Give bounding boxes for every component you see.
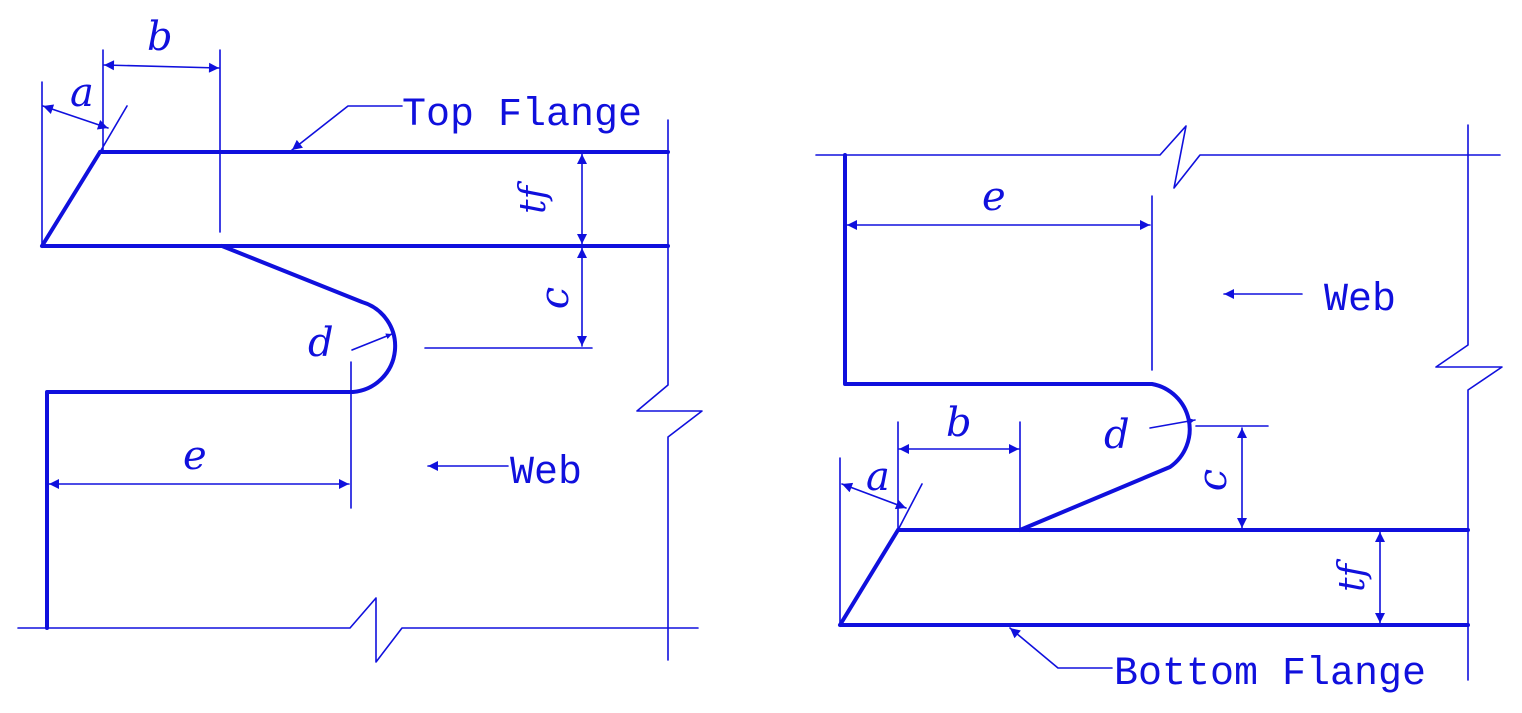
- top-flange-leader: [291, 105, 403, 151]
- dim-label-a-right: a: [866, 454, 890, 500]
- bottom-flange-label: Bottom Flange: [1114, 652, 1426, 697]
- dim-label-b-right: b: [946, 400, 972, 446]
- break-line-horizontal-top: [815, 125, 1501, 189]
- left-detail: a b tf c d e Top Flange Web: [17, 14, 703, 663]
- bottom-flange-leader: [1009, 627, 1113, 669]
- bottom-flange-outline: [838, 528, 1470, 627]
- top-flange-outline: [40, 150, 670, 248]
- dim-label-d: d: [308, 320, 334, 366]
- extension-lines: [41, 49, 593, 509]
- break-line-horizontal: [17, 597, 699, 663]
- dim-label-a: a: [70, 70, 94, 116]
- dim-label-c: c: [532, 287, 578, 309]
- top-flange-label: Top Flange: [402, 93, 642, 138]
- break-line-vertical-right: [1435, 124, 1503, 681]
- dim-line-a: [42, 104, 109, 130]
- dim-label-c-right: c: [1190, 469, 1236, 491]
- break-line-vertical: [636, 119, 703, 661]
- extension-lines-right: [839, 195, 1269, 624]
- dim-line-a-right: [841, 482, 907, 510]
- access-hole-profile: [45, 244, 398, 630]
- web-label-right: Web: [1324, 278, 1396, 323]
- dim-label-b: b: [147, 14, 173, 60]
- right-detail: e b a d c tf Web Bottom Flange: [815, 124, 1503, 697]
- dim-line-b: [103, 60, 220, 73]
- dim-label-d-right: d: [1104, 412, 1130, 458]
- dim-label-tf-right: tf: [1332, 558, 1373, 591]
- dim-line-d: [351, 333, 393, 351]
- web-label-left: Web: [510, 451, 582, 496]
- access-hole-profile-right: [843, 153, 1192, 532]
- dim-label-e: e: [183, 433, 207, 479]
- dim-label-e-right: e: [982, 174, 1006, 220]
- dim-line-d-right: [1149, 418, 1196, 429]
- dim-label-tf: tf: [513, 180, 554, 213]
